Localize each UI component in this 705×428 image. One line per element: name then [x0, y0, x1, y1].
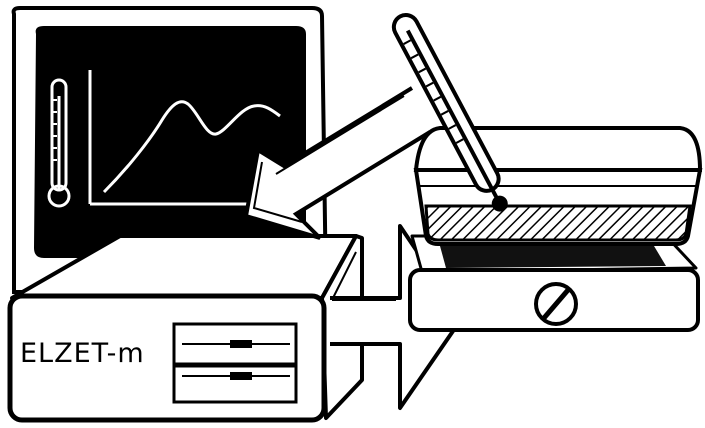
- drive-bay-upper: [174, 324, 296, 364]
- drive-bay-lower: [174, 366, 296, 402]
- hotplate: [410, 236, 698, 330]
- liquid: [426, 206, 690, 240]
- knob-icon: [536, 284, 576, 324]
- brand-label: ELZET-m: [20, 338, 145, 369]
- drive-slot: [230, 372, 252, 380]
- drive-slot: [230, 340, 252, 348]
- heating-plate: [440, 246, 666, 268]
- thermometer-icon: [49, 80, 69, 206]
